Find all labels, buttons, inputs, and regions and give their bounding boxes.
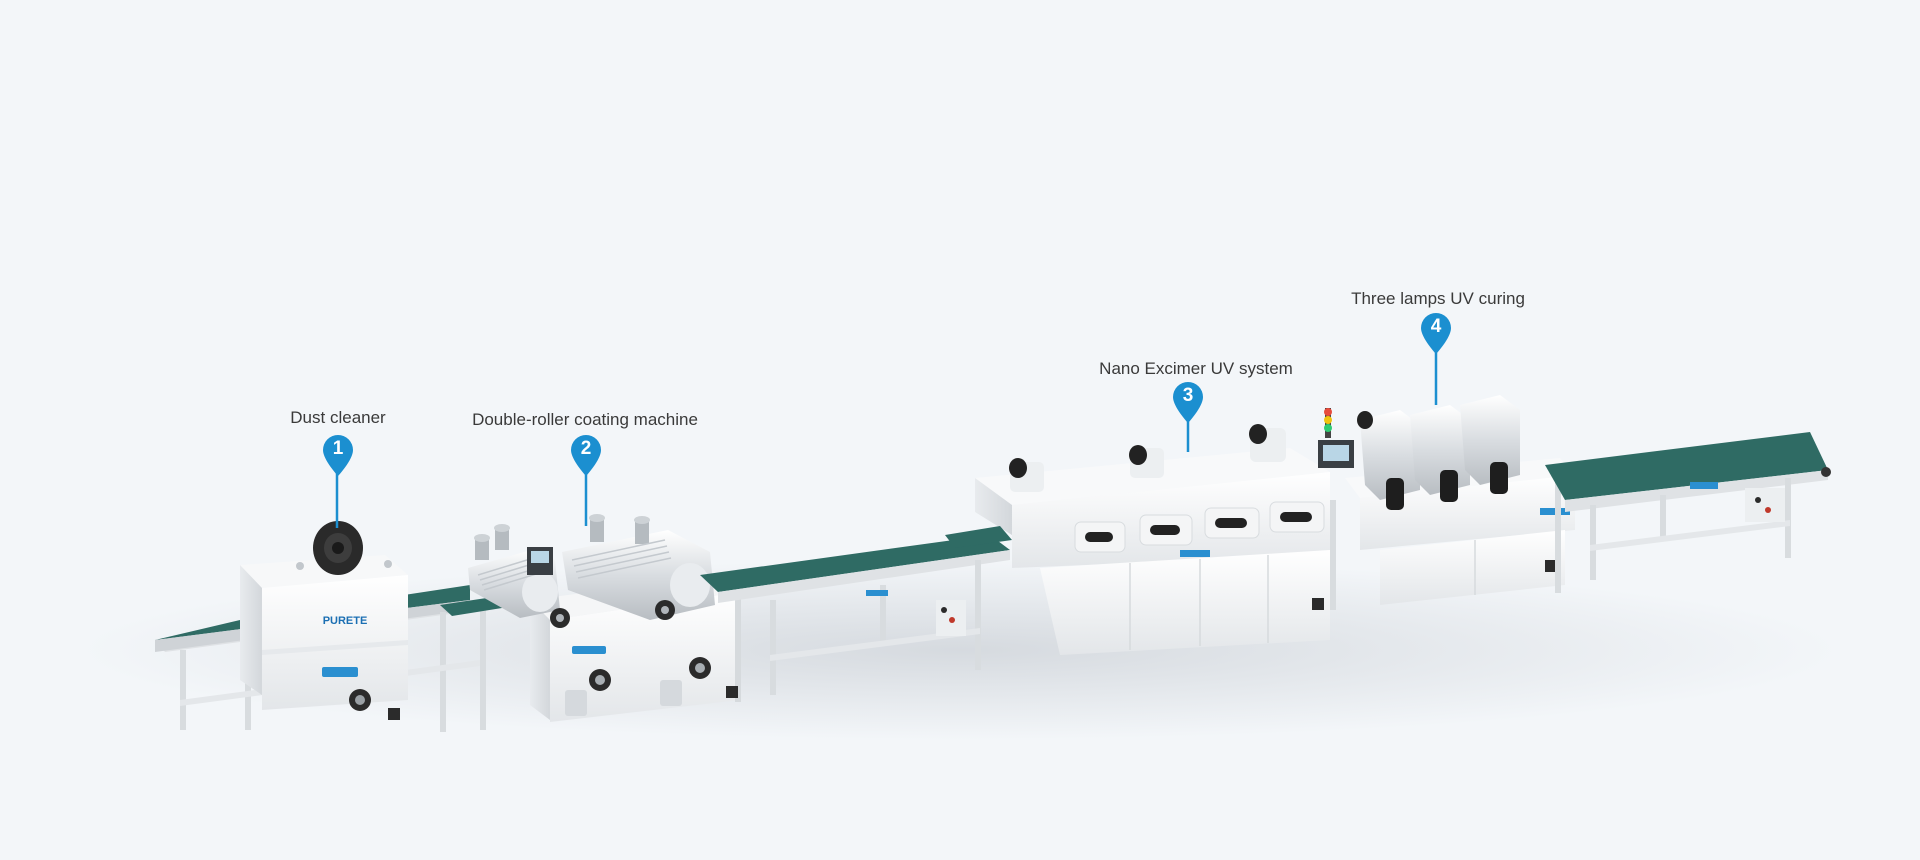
purete-logo-dust-cleaner: PURETE: [323, 615, 368, 627]
callout-pin-4[interactable]: 4: [1419, 311, 1453, 355]
map-pin-icon: [571, 435, 601, 476]
conveyor-outfeed: [1545, 432, 1831, 580]
callout-number-1: 1: [332, 438, 344, 459]
nano-excimer-uv-system: [945, 424, 1330, 655]
conveyor-middle: [700, 535, 1010, 695]
callout-pin-3[interactable]: 3: [1171, 380, 1205, 424]
map-pin-icon: [1421, 313, 1451, 354]
double-roller-coating-machine: [440, 514, 741, 722]
callout-label-three-lamps: Three lamps UV curing: [1351, 289, 1525, 308]
logo-text: PURETE: [323, 615, 368, 627]
callout-label-dust-cleaner: Dust cleaner: [290, 408, 386, 427]
map-pin-icon: [1173, 382, 1203, 423]
dust-cleaner-machine: [240, 521, 408, 720]
callout-label-nano-excimer: Nano Excimer UV system: [1099, 359, 1293, 378]
callout-number-4: 4: [1430, 316, 1442, 337]
map-pin-icon: [323, 435, 353, 476]
callout-number-2: 2: [580, 438, 592, 459]
callout-pin-2[interactable]: 2: [569, 433, 603, 477]
callout-pin-1[interactable]: 1: [321, 433, 355, 477]
callout-number-3: 3: [1182, 385, 1194, 406]
callout-label-double-roller: Double-roller coating machine: [472, 410, 698, 429]
three-lamps-uv-curing: [1318, 395, 1575, 610]
